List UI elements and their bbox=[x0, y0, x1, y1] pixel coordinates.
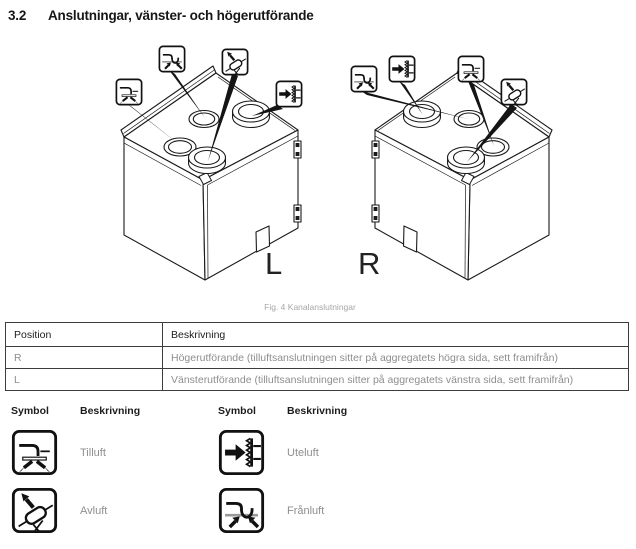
leader-line bbox=[467, 104, 517, 162]
leader-line bbox=[399, 81, 423, 115]
avluft-icon bbox=[221, 48, 249, 77]
leader-line bbox=[361, 91, 468, 119]
table-row: R Högerutförande (tilluftsanslutningen s… bbox=[5, 346, 629, 369]
description-cell: Vänsterutförande (tilluftsanslutningen s… bbox=[162, 368, 629, 391]
unit-diagram-left: L bbox=[115, 45, 303, 281]
franluft-icon bbox=[218, 487, 287, 534]
tilluft-icon bbox=[115, 78, 143, 106]
position-table: Position Beskrivning R Högerutförande (t… bbox=[5, 322, 629, 391]
description-column-header: Beskrivning bbox=[80, 405, 141, 417]
symbol-table-left: Symbol Beskrivning Tilluft Avluft bbox=[11, 405, 230, 545]
symbol-table-right: Symbol Beskrivning Uteluft Frånluft bbox=[218, 405, 437, 545]
figure-caption: Fig. 4 Kanalanslutningar bbox=[264, 302, 356, 312]
section-number: 3.2 bbox=[8, 8, 27, 23]
unit-label-right: R bbox=[358, 246, 380, 281]
symbol-label: Tilluft bbox=[80, 446, 106, 459]
leader-lines bbox=[126, 70, 283, 161]
tilluft-icon bbox=[11, 429, 80, 476]
description-cell: Högerutförande (tilluftsanslutningen sit… bbox=[162, 346, 629, 369]
symbol-label: Avluft bbox=[80, 504, 108, 517]
position-cell: L bbox=[5, 368, 163, 391]
table-header-position: Position bbox=[5, 322, 163, 347]
symbol-label: Uteluft bbox=[287, 446, 319, 459]
table-row: L Vänsterutförande (tilluftsanslutningen… bbox=[5, 368, 629, 391]
uteluft-icon bbox=[275, 80, 303, 108]
description-column-header: Beskrivning bbox=[287, 405, 348, 417]
section-heading: 3.2 Anslutningar, vänster- och högerutfö… bbox=[8, 8, 314, 23]
leader-line bbox=[208, 74, 238, 161]
leader-line bbox=[169, 70, 205, 118]
avluft-icon bbox=[500, 78, 528, 107]
uteluft-icon bbox=[218, 429, 287, 476]
uteluft-icon bbox=[388, 55, 416, 83]
franluft-icon bbox=[350, 65, 378, 93]
leader-line bbox=[126, 103, 181, 146]
position-cell: R bbox=[5, 346, 163, 369]
table-header-description: Beskrivning bbox=[162, 322, 629, 347]
unit-diagram-right: R bbox=[350, 55, 553, 281]
table-header-row: Position Beskrivning bbox=[5, 322, 629, 347]
tilluft-icon bbox=[457, 55, 485, 83]
unit-label-left: L bbox=[265, 246, 282, 281]
avluft-icon bbox=[11, 487, 80, 535]
symbol-column-header: Symbol bbox=[11, 405, 49, 417]
symbol-label: Frånluft bbox=[287, 504, 325, 517]
section-title: Anslutningar, vänster- och högerutförand… bbox=[48, 8, 314, 23]
leader-lines bbox=[361, 81, 517, 162]
franluft-icon bbox=[158, 45, 186, 73]
leader-line bbox=[252, 105, 283, 116]
leader-line bbox=[468, 81, 494, 146]
symbol-column-header: Symbol bbox=[218, 405, 256, 417]
